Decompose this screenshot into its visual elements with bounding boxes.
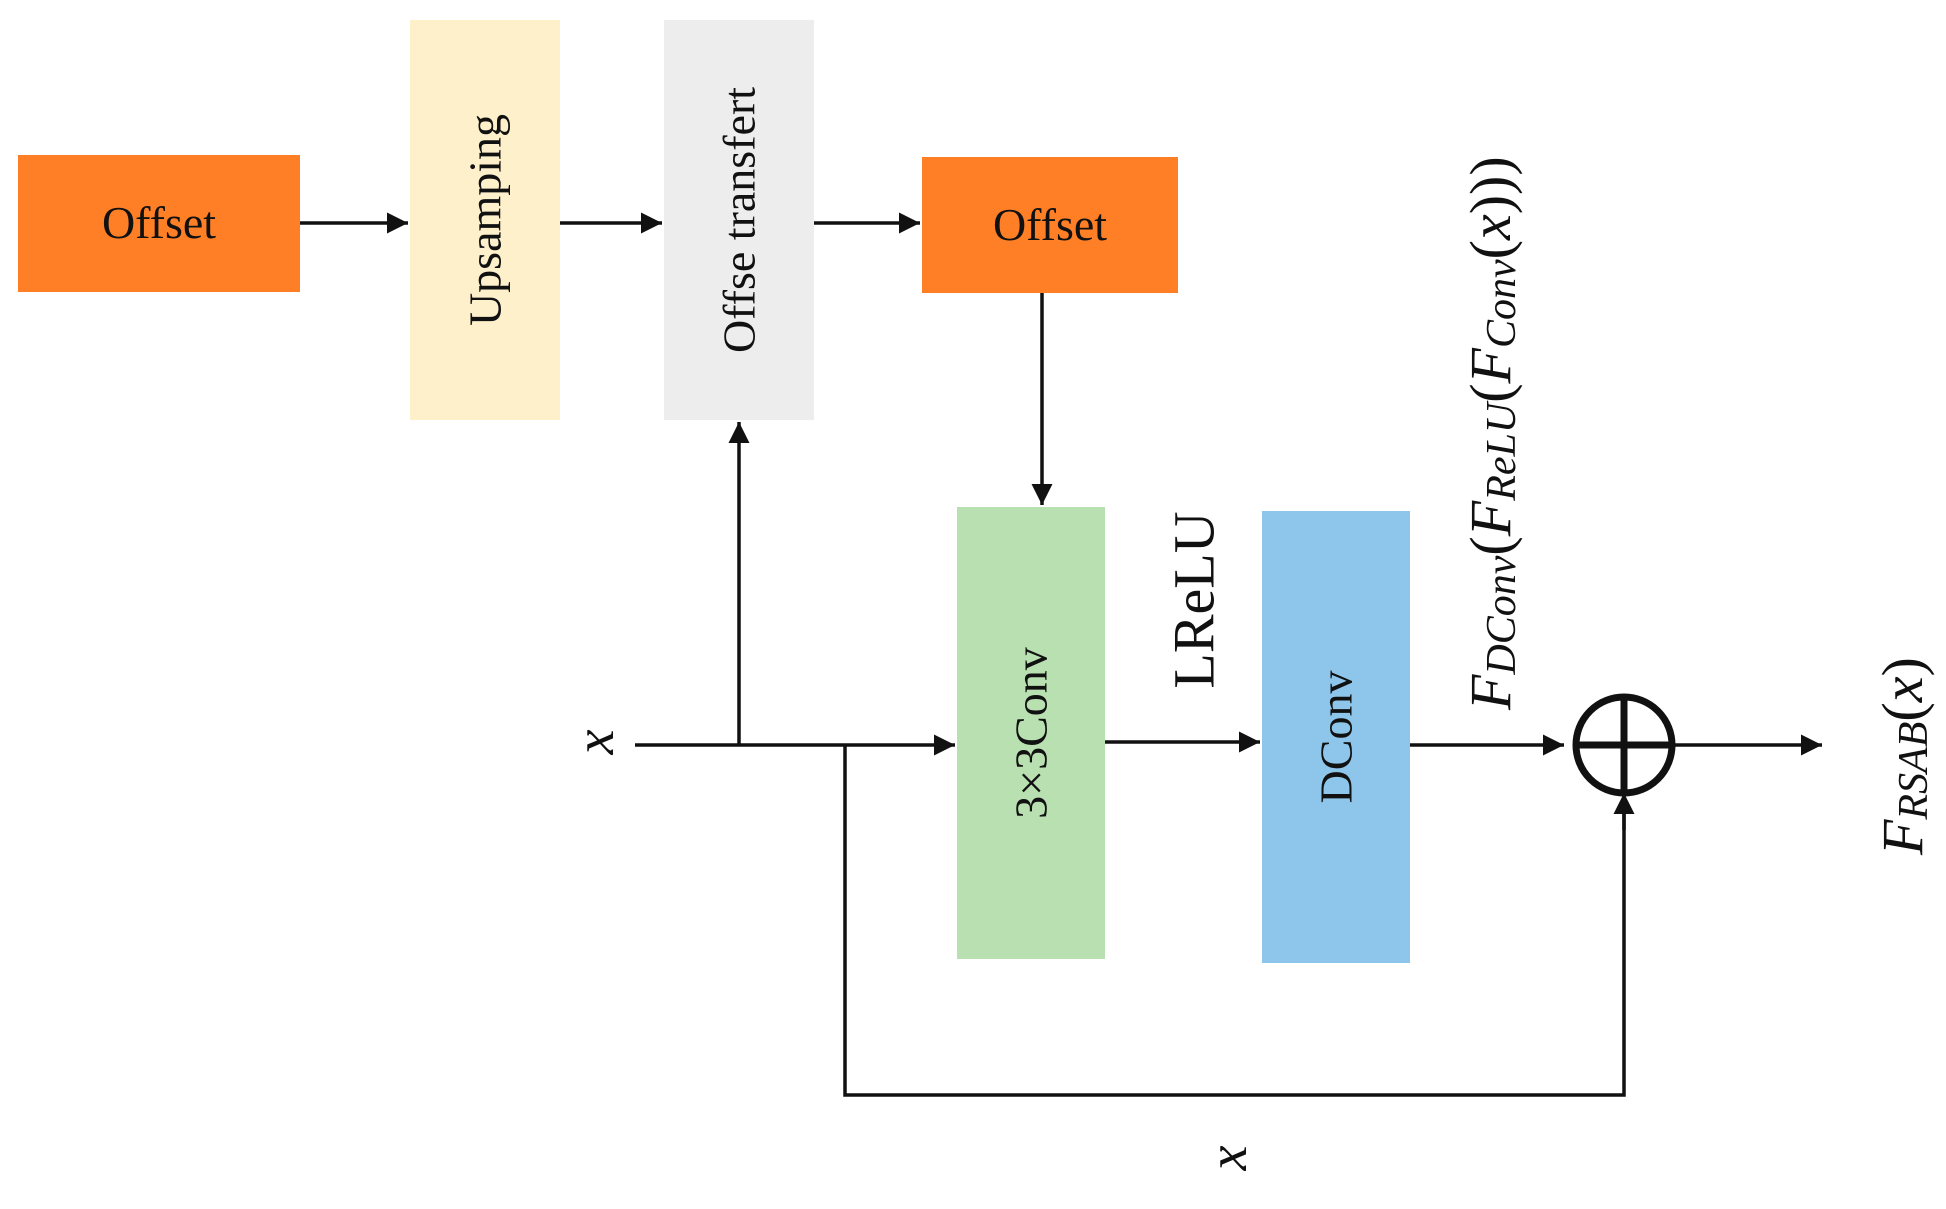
output-x: x xyxy=(1870,676,1935,703)
inner-x: x xyxy=(1458,214,1523,241)
offset-output-label: Offset xyxy=(993,199,1107,250)
inner-f: F xyxy=(1458,674,1523,711)
dconv-block: DConv xyxy=(1262,511,1410,963)
connections xyxy=(300,212,1822,1097)
inner-open1: ( xyxy=(1458,536,1523,555)
offset-transfer-block: Offse transfert xyxy=(664,20,814,420)
inner-sub-conv: Conv xyxy=(1479,259,1525,348)
activation-label: LReLU xyxy=(1162,511,1227,688)
conv-box xyxy=(957,507,1105,959)
dconv-label: DConv xyxy=(1311,671,1362,804)
conv-label: 3×3Conv xyxy=(1006,647,1057,819)
upsampling-block: Upsamping xyxy=(410,20,560,420)
inner-open2: ( xyxy=(1458,383,1523,402)
upsampling-box xyxy=(410,20,560,420)
offset-output-box xyxy=(922,157,1178,293)
conv-block: 3×3Conv xyxy=(957,507,1105,959)
skip-x-label: x xyxy=(1197,1145,1259,1171)
offset-output-block: Offset xyxy=(922,157,1178,293)
input-x-label: x xyxy=(564,729,626,755)
inner-f2: F xyxy=(1458,500,1523,537)
offset-transfer-label: Offse transfert xyxy=(714,87,765,353)
inner-sub-dconv: DConv xyxy=(1479,555,1525,675)
offset-input-label: Offset xyxy=(102,197,216,248)
offset-input-block: Offset xyxy=(18,155,300,292)
sum-node xyxy=(1572,693,1676,797)
inner-f3: F xyxy=(1458,347,1523,384)
upsampling-label: Upsamping xyxy=(460,114,511,326)
offset-transfer-box xyxy=(664,20,814,420)
skip-connection-path xyxy=(843,745,1626,1097)
output-paren-open: ( xyxy=(1870,702,1935,721)
dconv-box xyxy=(1262,511,1410,963)
output-paren-close: ) xyxy=(1870,657,1935,676)
output-formula: FRSAB(x) xyxy=(1870,657,1938,856)
output-sub: RSAB xyxy=(1891,722,1937,821)
inner-sub-relu: ReLU xyxy=(1479,400,1525,502)
inner-close: ))) xyxy=(1458,156,1523,214)
inner-formula: FDConv(FReLU(FConv(x))) xyxy=(1458,156,1526,711)
offset-input-box xyxy=(18,155,300,292)
inner-open3: ( xyxy=(1458,240,1523,259)
output-f: F xyxy=(1870,819,1935,856)
